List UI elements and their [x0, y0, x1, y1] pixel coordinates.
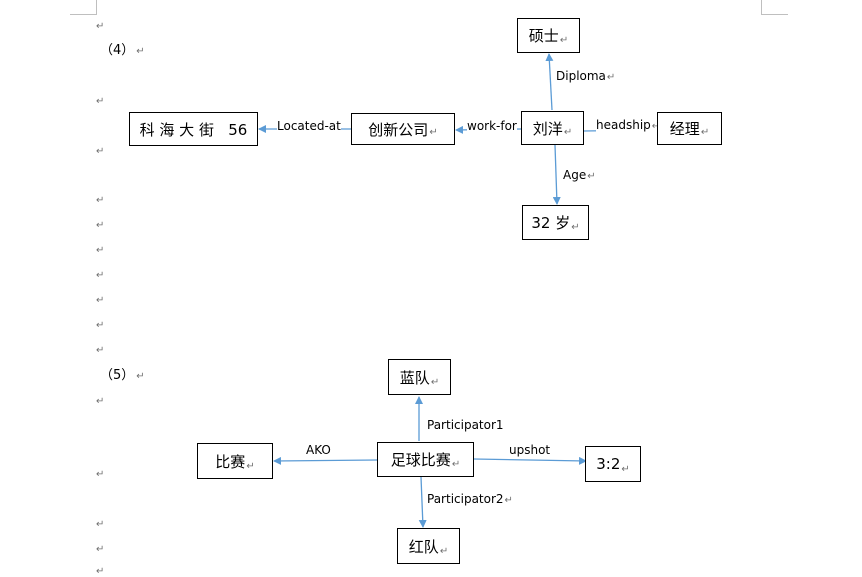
page-corner-mark-left — [70, 0, 97, 15]
paragraph-mark: ↵ — [96, 320, 105, 331]
edge-label-diploma: Diploma↵ — [556, 69, 616, 85]
edge-label-located-at: Located-at — [277, 119, 341, 133]
paragraph-mark: ↵ — [96, 519, 105, 530]
paragraph-mark: ↵ — [96, 96, 105, 107]
node-jingli: 经理↵ — [657, 112, 722, 145]
node-chuangxin-company: 创新公司↵ — [351, 113, 455, 145]
section-label-4: （4）↵ — [100, 44, 145, 59]
edge-label-age: Age↵ — [563, 168, 596, 184]
section-number: （5） — [100, 368, 135, 383]
paragraph-mark: ↵ — [96, 469, 105, 480]
paragraph-mark: ↵ — [136, 371, 145, 382]
node-landui: 蓝队↵ — [388, 359, 451, 395]
paragraph-mark: ↵ — [96, 566, 105, 577]
arrow-ako — [273, 456, 378, 465]
edge-label-ako: AKO — [306, 443, 331, 457]
paragraph-mark: ↵ — [96, 270, 105, 281]
node-score: 3:2↵ — [585, 446, 641, 482]
node-age-32: 32 岁↵ — [522, 205, 589, 240]
paragraph-mark: ↵ — [96, 295, 105, 306]
edge-label-upshot: upshot — [509, 443, 551, 457]
paragraph-mark: ↵ — [96, 21, 105, 32]
paragraph-mark: ↵ — [96, 220, 105, 231]
paragraph-mark: ↵ — [96, 146, 105, 157]
node-kehai-street: 科 海 大 街 56 — [129, 112, 258, 146]
node-zuqiu-bisai: 足球比赛↵ — [377, 442, 474, 477]
edge-label-participator1: Participator1 — [427, 418, 504, 432]
paragraph-mark: ↵ — [136, 46, 145, 57]
node-bisai: 比赛↵ — [197, 443, 273, 479]
page-corner-mark-right — [761, 0, 788, 15]
edge-label-participator2: Participator2↵ — [427, 492, 513, 508]
node-shuoshi: 硕士↵ — [517, 18, 580, 53]
node-hongdui: 红队↵ — [397, 528, 460, 564]
paragraph-mark: ↵ — [96, 544, 105, 555]
paragraph-mark: ↵ — [96, 345, 105, 356]
edge-label-headship: headship↵ — [596, 118, 661, 134]
paragraph-mark: ↵ — [96, 195, 105, 206]
section-number: （4） — [100, 43, 135, 58]
edge-label-work-for: work-for — [467, 119, 517, 133]
arrow-age — [552, 144, 561, 205]
arrow-upshot — [473, 456, 587, 465]
arrow-diploma — [545, 53, 554, 111]
node-liuyang: 刘洋↵ — [521, 111, 584, 145]
arrow-participator2 — [418, 476, 427, 528]
paragraph-mark: ↵ — [96, 245, 105, 256]
paragraph-mark: ↵ — [96, 396, 105, 407]
section-label-5: （5）↵ — [100, 369, 145, 384]
